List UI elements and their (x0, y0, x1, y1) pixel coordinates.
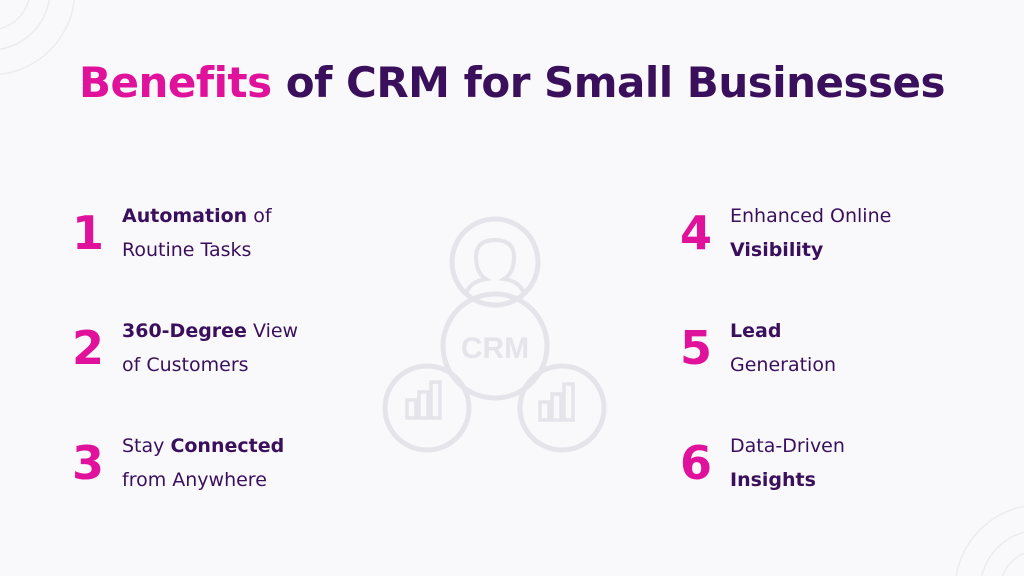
title-rest: of CRM for Small Businesses (271, 58, 946, 107)
benefit-number: 6 (679, 436, 712, 490)
title-highlight: Benefits (78, 58, 272, 107)
benefit-3: 3 Stay Connected from Anywhere (66, 429, 284, 497)
benefit-bold: 360-Degree (122, 320, 247, 342)
benefit-text: Data-Driven (730, 435, 845, 457)
bar-chart-icon (538, 382, 575, 422)
benefit-bold: Automation (122, 205, 248, 227)
benefit-text: of (247, 205, 272, 227)
chart-circle-right (517, 363, 607, 453)
benefit-bold: Connected (170, 435, 285, 457)
benefit-text: View (246, 320, 299, 342)
crm-circle (440, 291, 550, 401)
chart-circle-left (382, 363, 472, 453)
benefit-number: 1 (71, 206, 104, 260)
benefit-text: of Customers (122, 354, 249, 376)
benefit-2: 2 360-Degree View of Customers (66, 314, 298, 382)
benefit-number: 3 (71, 436, 104, 490)
benefit-number: 5 (679, 321, 712, 375)
bar-chart-icon (405, 380, 442, 420)
benefit-bold: Insights (730, 469, 816, 491)
benefit-text: Stay (122, 435, 171, 457)
user-circle (449, 216, 541, 308)
benefit-text: Generation (730, 354, 836, 376)
user-icon (464, 237, 526, 294)
benefit-text: from Anywhere (122, 469, 267, 491)
benefit-text: Enhanced Online (730, 205, 892, 227)
crm-label: CRM (461, 332, 529, 365)
benefit-text: Routine Tasks (122, 239, 252, 261)
benefit-number: 2 (71, 321, 104, 375)
benefit-bold: Lead (730, 320, 782, 342)
benefit-number: 4 (679, 206, 712, 260)
benefit-bold: Visibility (730, 239, 824, 261)
page-title: Benefits of CRM for Small Businesses (0, 58, 1024, 107)
